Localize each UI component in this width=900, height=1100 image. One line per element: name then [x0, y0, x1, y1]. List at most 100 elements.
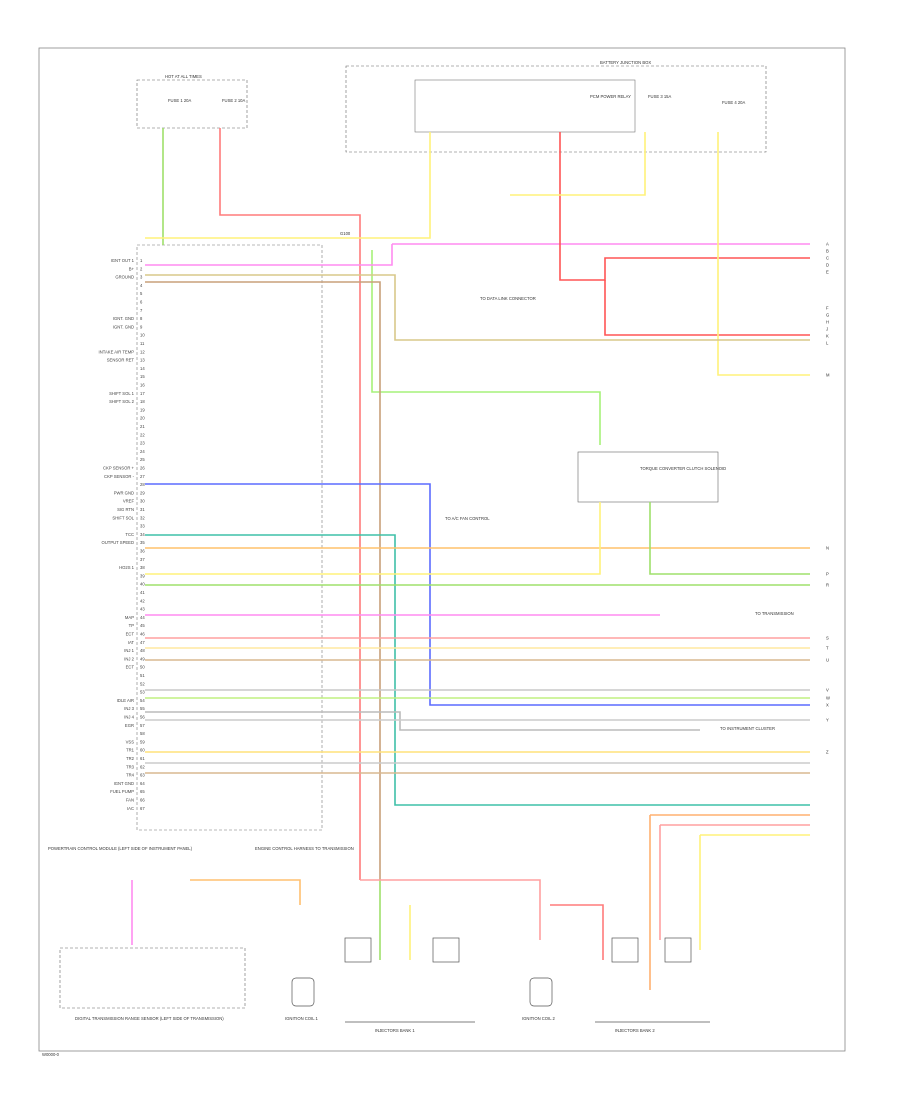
pcm-pin-label: TP — [129, 623, 135, 628]
pcm-pin-number: 48 — [140, 648, 145, 653]
pcm-pin-label: INTAKE AIR TEMP — [99, 349, 135, 354]
wire-yellow-low — [699, 834, 810, 950]
transmission-range-sensor-box — [59, 947, 246, 1009]
right-terminal-label: A — [826, 242, 829, 247]
wire-pink-low — [659, 824, 810, 940]
pcm-power-relay-box — [414, 79, 636, 133]
relay-label: PCM POWER RELAY — [590, 94, 631, 99]
pcm-pin-number: 66 — [140, 798, 145, 803]
right-terminal-label: B — [826, 249, 829, 254]
pcm-pin-label: VSS — [126, 739, 135, 744]
wire-orange-2 — [649, 814, 810, 990]
pcm-pin-number: 57 — [140, 723, 145, 728]
pcm-pin-label: TR3 — [126, 764, 135, 769]
pcm-pin-number: 60 — [140, 748, 145, 753]
pcm-pin-number: 33 — [140, 524, 145, 529]
pcm-pin-label: B+ — [129, 266, 135, 271]
pcm-pin-number: 19 — [140, 407, 145, 412]
converter-clutch-label: TORQUE CONVERTER CLUTCH SOLENOID — [640, 466, 726, 471]
wire-blue — [145, 483, 810, 706]
pcm-pin-number: 26 — [140, 466, 145, 471]
right-terminal-label: G — [826, 313, 829, 318]
right-terminal-label: U — [826, 658, 829, 663]
pcm-pin-number: 1 — [140, 258, 143, 263]
pcm-pin-label: SHIFT SOL — [112, 515, 134, 520]
pcm-pin-label: ECT — [126, 632, 135, 637]
pcm-pin-label: GROUND — [115, 275, 134, 280]
pcm-pin-label: SIG RTN — [117, 507, 134, 512]
page-code: W0000-0 — [42, 1052, 60, 1057]
converter-clutch-box — [577, 451, 719, 503]
pcm-pin-label: OUTPUT SPEED — [102, 540, 135, 545]
wire-green-middle — [371, 250, 601, 445]
pcm-pin-number: 11 — [140, 341, 145, 346]
right-terminal-label: F — [826, 306, 829, 311]
pcm-pin-label: IGNT. GND — [113, 324, 134, 329]
wire-red-relay — [559, 132, 810, 281]
pcm-pin-number: 61 — [140, 756, 145, 761]
pcm-pin-number: 29 — [140, 490, 145, 495]
wire-red-fuse2 — [219, 128, 361, 880]
pcm-pin-number: 55 — [140, 706, 145, 711]
wire-yellow-fuse3 — [510, 132, 646, 196]
pcm-pin-number: 59 — [140, 739, 145, 744]
wire-brown-pcm — [145, 281, 381, 880]
pcm-pin-label: ECT — [126, 665, 135, 670]
hot-at-all-times-box — [136, 79, 248, 129]
wire-yellow-mid — [145, 502, 601, 575]
pcm-pin-number: 21 — [140, 424, 145, 429]
pcm-pin-label: IGNT. GND — [113, 316, 134, 321]
right-terminal-label: R — [826, 583, 829, 588]
pcm-pin-label: IAT — [128, 640, 135, 645]
pcm-pin-number: 24 — [140, 449, 145, 454]
pcm-pin-number: 45 — [140, 623, 145, 628]
pcm-pin-number: 51 — [140, 673, 145, 678]
pcm-pin-label: IGNT GND — [114, 781, 134, 786]
pcm-pin-label: IAC — [127, 806, 134, 811]
pcm-pin-number: 41 — [140, 590, 145, 595]
pcm-pin-number: 7 — [140, 308, 143, 313]
right-terminal-label: C — [826, 256, 829, 261]
pcm-pin-label: FAN — [126, 798, 134, 803]
fuse-label-2: FUSE 2 10A — [222, 98, 245, 103]
pcm-box — [136, 244, 323, 831]
wire-green-3 — [649, 502, 810, 575]
pcm-pin-label: FUEL PUMP — [110, 789, 134, 794]
pcm-pin-number: 30 — [140, 499, 145, 504]
pcm-pin-number: 14 — [140, 366, 145, 371]
ignition-coil-1-label: IGNITION COIL 1 — [285, 1016, 319, 1021]
pcm-pin-number: 37 — [140, 557, 145, 562]
wire-orange-sensor — [190, 879, 301, 905]
wire-pink-pcm — [145, 244, 393, 266]
pcm-pin-number: 15 — [140, 374, 145, 379]
wire-yellow-top — [145, 132, 431, 239]
pcm-pin-label: INJ 2 — [124, 656, 134, 661]
pcm-pin-label: TCC — [125, 532, 134, 537]
pcm-pin-label: INJ 3 — [124, 706, 134, 711]
pcm-pin-label: INJ 1 — [124, 648, 134, 653]
pcm-pin-label: IDLE AIR — [117, 698, 134, 703]
pcm-pin-number: 35 — [140, 540, 145, 545]
right-terminal-label: M — [826, 373, 830, 378]
fuse-label-4: FUSE 4 20A — [722, 100, 745, 105]
pcm-pin-number: 2 — [140, 266, 143, 271]
pcm-pin-number: 53 — [140, 690, 145, 695]
injector-bank-2 — [595, 937, 710, 1023]
right-terminal-label: S — [826, 636, 829, 641]
pcm-pin-number: 43 — [140, 607, 145, 612]
pcm-pin-number: 4 — [140, 283, 143, 288]
pcm-pin-label: EGR — [125, 723, 134, 728]
right-terminal-label: N — [826, 546, 829, 551]
ignition-coil-1 — [291, 977, 315, 1007]
pcm-pin-number: 47 — [140, 640, 145, 645]
pcm-pin-number: 17 — [140, 391, 145, 396]
pcm-pin-number: 40 — [140, 582, 145, 587]
right-terminal-label: Y — [826, 718, 829, 723]
injector-bank-1-label: INJECTORS BANK 1 — [375, 1028, 415, 1033]
pcm-pin-label: CKP SENSOR - — [104, 474, 135, 479]
wire-olive-pcm — [145, 274, 810, 341]
pcm-pin-number: 38 — [140, 565, 145, 570]
engine-control-harness-label: ENGINE CONTROL HARNESS TO TRANSMISSION — [255, 846, 354, 851]
